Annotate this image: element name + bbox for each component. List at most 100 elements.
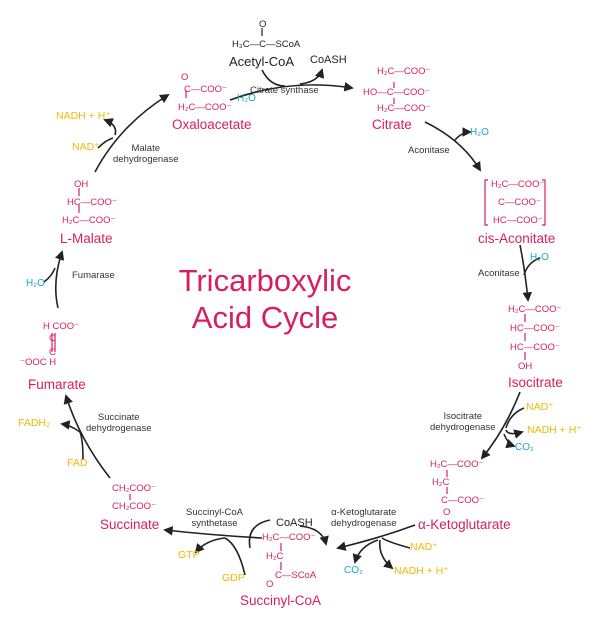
malate-line-3: H₂C—COO⁻ <box>62 215 116 226</box>
nadh-isocitrate: NADH + H⁺ <box>527 424 582 436</box>
enzyme-citrate-synthase: Citrate synthase <box>250 85 319 96</box>
oxaloacetate-line-2: C—COO⁻ <box>184 84 228 95</box>
citrate-line-1: H₂C—COO⁻ <box>377 66 431 77</box>
side-arrow-nad-malate <box>97 137 114 149</box>
acetylcoa-label: Acetyl-CoA <box>229 54 295 69</box>
arrow-malate-dh <box>94 93 170 173</box>
succinylcoa-line-1: H₂C—COO⁻ <box>262 532 316 543</box>
succinylcoa-line-4: O <box>266 579 274 590</box>
oxaloacetate-label: Oxaloacetate <box>172 117 252 132</box>
side-arrow-h2o-in <box>523 257 541 276</box>
acetylcoa-chain: H₃C—C—SCoA <box>232 39 301 50</box>
akg-label: α-Ketoglutarate <box>418 517 511 532</box>
arrow-isocitrate-dh <box>480 391 521 460</box>
side-arrow-h2o-fumarase <box>43 267 56 283</box>
arrow-succinate-dh <box>63 394 111 479</box>
side-arrow-coash-out <box>299 68 325 85</box>
succinylcoa-line-2: H₂C <box>266 551 284 562</box>
side-arrow-gtp-out <box>194 537 226 554</box>
nadh-akg: NADH + H⁺ <box>394 565 449 577</box>
cis-aconitate-bracket-left <box>484 179 488 226</box>
cis-aconitate-line-1: H₂C—COO⁻ <box>491 179 545 190</box>
l-malate-label: L-Malate <box>60 231 113 246</box>
enzyme-succinyl-coa-synthetase: Succinyl-CoA synthetase <box>186 507 244 530</box>
side-arrow-nad-akg <box>381 537 411 549</box>
cis-aconitate-line-2: C—COO⁻ <box>498 197 542 208</box>
h2o-citrate-synthase: H₂O <box>237 93 256 104</box>
succinylcoa-label: Succinyl-CoA <box>240 593 322 608</box>
gdp-label: GDP <box>222 572 245 584</box>
malate-line-2: HC—COO⁻ <box>67 197 117 208</box>
side-arrow-nad-isocitrate <box>505 407 525 429</box>
co2-akg: CO₂ <box>344 565 363 576</box>
isocitrate-line-4: OH <box>518 361 533 372</box>
h2o-aconitase-out: H₂O <box>470 127 489 138</box>
title-line-2: Acid Cycle <box>191 300 339 336</box>
succinate-line-1: CH₂COO⁻ <box>112 483 157 494</box>
enzyme-malate-dh: Malate dehydrogenase <box>113 143 179 166</box>
side-arrow-coash-in <box>299 525 329 546</box>
succinate-line-2: CH₂COO⁻ <box>112 501 157 512</box>
acetylcoa-o: O <box>259 19 267 30</box>
side-arrow-coash-loop <box>248 519 271 549</box>
citrate-label: Citrate <box>372 117 412 132</box>
fumarate-line-1: H COO⁻ <box>43 321 80 332</box>
akg-line-2: H₂C <box>432 477 450 488</box>
enzyme-akg-dh: α-Ketoglutarate dehydrogenase <box>331 507 397 530</box>
side-arrow-co2-akg <box>352 539 379 564</box>
akg-line-4: O <box>443 507 451 518</box>
side-arrow-nadh-malate <box>103 118 117 136</box>
fad-label: FAD <box>67 457 88 469</box>
h2o-fumarase: H₂O <box>26 278 45 289</box>
side-arrow-nadh-akg <box>378 539 394 570</box>
h2o-aconitase-in: H₂O <box>530 252 549 263</box>
fumarate-line-4: ⁻OOC H <box>20 357 57 368</box>
citrate-line-3: H₂C—COO⁻ <box>377 103 431 114</box>
akg-line-3: C—COO⁻ <box>441 495 485 506</box>
enzyme-aconitase-1: Aconitase <box>408 145 450 156</box>
arrow-akg-dh <box>336 524 416 551</box>
side-arrow-fadh2-out <box>60 420 81 433</box>
nad-akg: NAD⁺ <box>410 541 438 553</box>
fumarate-label: Fumarate <box>28 377 86 392</box>
oxaloacetate-line-3: H₂C—COO⁻ <box>178 102 232 113</box>
cis-aconitate-label: cis-Aconitate <box>478 231 556 246</box>
succinate-label: Succinate <box>100 517 160 532</box>
citrate-line-2: HO—C—COO⁻ <box>363 87 430 98</box>
isocitrate-line-2: HC—COO⁻ <box>510 323 560 334</box>
nad-malate: NAD⁺ <box>72 141 100 153</box>
enzyme-aconitase-2: Aconitase <box>478 268 520 279</box>
arrow-aconitase-1 <box>424 121 481 172</box>
cis-aconitate-bracket-right <box>542 179 546 226</box>
isocitrate-label: Isocitrate <box>508 375 563 390</box>
gtp-label: GTP <box>178 549 200 561</box>
cis-aconitate-line-3: HC—COO⁻ <box>493 215 543 226</box>
fumarate-line-2: C <box>49 333 56 344</box>
arrow-succinyl-coa-synthetase <box>163 526 263 539</box>
side-arrow-co2-isocitrate <box>503 433 516 449</box>
arrow-citrate-synthase <box>229 82 354 101</box>
nadh-malate: NADH + H⁺ <box>56 110 111 122</box>
co2-isocitrate: CO₂ <box>515 442 534 453</box>
side-arrow-fad-in <box>79 431 84 461</box>
enzyme-isocitrate-dh: Isocitrate dehydrogenase <box>430 411 496 434</box>
arrow-fumarase <box>54 250 65 309</box>
coash-top-label: CoASH <box>310 54 347 66</box>
side-arrow-nadh-isocitrate <box>505 429 524 439</box>
side-arrow-acetylcoa-in <box>261 69 286 87</box>
coash-bottom-label: CoASH <box>276 517 313 529</box>
fadh2-label: FADH₂ <box>18 417 51 429</box>
nad-isocitrate: NAD⁺ <box>526 401 554 413</box>
succinylcoa-line-3: C—SCoA <box>275 570 317 581</box>
diagram-title: Tricarboxylic Acid Cycle <box>170 262 360 336</box>
side-arrow-gdp-in <box>224 537 246 576</box>
akg-line-1: H₂C—COO⁻ <box>430 459 484 470</box>
malate-line-1: OH <box>74 179 89 190</box>
enzyme-succinate-dh: Succinate dehydrogenase <box>86 412 152 435</box>
arrow-aconitase-2 <box>519 244 533 302</box>
title-line-1: Tricarboxylic <box>178 263 352 298</box>
isocitrate-line-1: H₂C—COO⁻ <box>508 304 562 315</box>
oxaloacetate-line-1: O <box>181 72 189 83</box>
